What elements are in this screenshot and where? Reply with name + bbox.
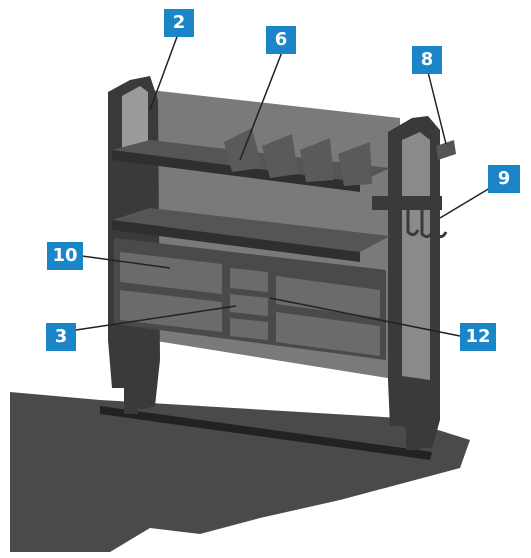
shelf-divider-1 — [224, 128, 262, 172]
callout-3: 3 — [46, 323, 76, 351]
callout-9: 9 — [488, 165, 520, 193]
drawer-right-top — [276, 276, 380, 318]
floor-rail — [100, 406, 432, 460]
leader-2 — [149, 33, 179, 111]
left-foot — [124, 388, 138, 414]
callout-2: 2 — [164, 9, 194, 37]
leader-10 — [81, 255, 171, 269]
middle-shelf — [112, 208, 390, 252]
leader-3 — [75, 305, 237, 331]
drawer-left-bottom — [120, 290, 222, 332]
leader-8 — [427, 71, 447, 145]
leader-9 — [439, 187, 491, 219]
hooks — [406, 210, 448, 239]
callout-8: 8 — [412, 46, 442, 74]
drawer-right-bottom — [276, 312, 380, 356]
right-panel-cutout — [402, 132, 430, 380]
callout-10: 10 — [47, 242, 83, 270]
callout-12: 12 — [460, 323, 496, 351]
leader-lines — [75, 33, 491, 337]
accessory-bar — [436, 140, 456, 160]
shelf-divider-2 — [262, 134, 298, 178]
shelf-divider-4 — [338, 142, 372, 186]
shelf-divider-3 — [300, 138, 334, 182]
callout-6: 6 — [266, 26, 296, 54]
right-foot — [406, 420, 420, 450]
leader-12 — [269, 297, 461, 337]
drawer-center-1 — [230, 268, 268, 292]
hook-rail — [372, 196, 442, 210]
drawer-center-2 — [230, 294, 268, 316]
floor-mat — [10, 392, 470, 552]
middle-shelf-lip — [112, 220, 360, 262]
left-panel-cutout — [122, 86, 148, 150]
drawer-left-top — [120, 252, 222, 294]
drawer-center-3 — [230, 318, 268, 340]
leader-6 — [239, 51, 283, 161]
